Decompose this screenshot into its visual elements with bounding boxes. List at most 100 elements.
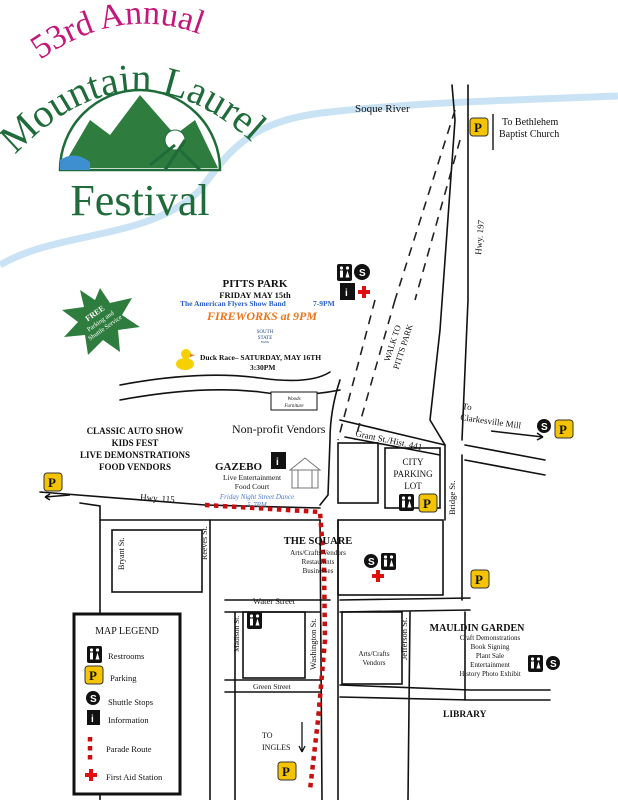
city-lot-3: LOT [404,481,422,491]
fireworks-label: FIREWORKS at 9PM [206,309,317,323]
first-aid-icon [358,286,370,298]
duck-race-label: Duck Race– SATURDAY, MAY 16TH [200,353,321,362]
city-lot-2: PARKING [393,469,433,479]
duck-icon [176,349,195,370]
info-icon: i [87,710,100,725]
east-arrow [490,430,544,441]
hwy-197-label: Hwy. 197 [473,219,486,255]
restroom-icon[interactable] [337,264,352,281]
gazebo-icon [288,457,322,489]
square-line-2: Restaurants [302,558,335,566]
legend-first-aid: First Aid Station [106,772,163,782]
legend-restrooms: Restrooms [108,651,144,661]
svg-text:S: S [90,694,97,705]
woods-label-2: Furniture [283,404,304,409]
clarkesville-label-2: Clarkesville Mill [460,412,523,430]
mauldin-line-3: Plant Sale [476,652,504,660]
svg-text:P: P [474,120,482,135]
clarkesville-label-1: To [462,401,473,412]
auto-show-line: CLASSIC AUTO SHOW [87,426,184,436]
arts-crafts-2: Vendors [363,659,386,667]
parking-ingles[interactable]: P [277,761,297,781]
shuttle-icon[interactable]: S [354,264,370,280]
live-demos-line: LIVE DEMONSTRATIONS [80,450,190,460]
festival-logo: 53rd Annual Mountain Laurel Festival [0,0,275,225]
arts-crafts-1: Arts/Crafts [358,650,389,658]
svg-text:i: i [276,457,279,468]
shuttle-icon[interactable]: S [546,656,560,670]
legend-parking: Parking [110,673,137,683]
pitts-park-date: FRIDAY MAY 15th [219,290,291,300]
logo-annual-text: 53rd Annual [24,0,209,67]
mauldin-line-5: History Photo Exhibit [459,670,521,678]
bridge-st-label: Bridge St. [447,481,457,515]
restroom-icon[interactable] [399,494,414,511]
mauldin-line-2: Book Signing [471,643,510,651]
svg-text:BANK: BANK [261,340,270,344]
legend-information: Information [108,715,149,725]
svg-text:P: P [475,572,483,587]
mauldin-title: MAULDIN GARDEN [430,623,526,634]
svg-text:SOUTH: SOUTH [257,330,274,335]
jefferson-st-label: Jefferson St. [399,618,409,660]
svg-text:P: P [48,475,56,490]
svg-text:P: P [89,668,97,683]
parking-east[interactable]: P [554,419,574,439]
svg-text:i: i [345,288,348,299]
svg-text:53rd Annual: 53rd Annual [24,0,209,67]
bryant-st-label: Bryant St. [117,538,126,570]
info-icon[interactable]: i [271,452,286,469]
svg-text:P: P [423,496,431,511]
bethlehem-label-2: Baptist Church [499,129,559,140]
restroom-icon[interactable] [381,553,396,570]
parking-west[interactable]: P [43,472,63,492]
parking-north[interactable]: P [469,117,489,137]
woods-label-1: Woods [287,397,300,402]
band-label: The American Flyers Show Band [180,299,287,308]
washington-st-label: Washington St. [308,618,318,670]
south-arrow [298,722,306,753]
parade-route [204,502,328,791]
street-dance-time: 5-7PM [247,501,268,509]
legend-title: MAP LEGEND [95,626,159,637]
parking-square-east[interactable]: P [470,569,490,589]
hwy-115-label: Hwy. 115 [140,492,176,504]
gazebo-line-1: Live Entertainment [223,473,282,482]
svg-text:STATE: STATE [258,336,273,341]
logo-festival-text: Festival [70,176,209,225]
svg-text:S: S [550,659,557,670]
restroom-icon[interactable] [528,655,543,672]
gazebo-title: GAZEBO [215,461,263,473]
parking-icon: P [84,665,104,685]
woods-furniture-box [270,391,318,411]
free-shuttle-badge: FREE Parking and Shuttle Service [62,288,140,355]
nonprofit-vendors-label: Non-profit Vendors [232,422,326,436]
ingles-label-2: INGLES [262,743,290,752]
soque-river [0,92,618,269]
mauldin-line-4: Entertainment [470,661,510,669]
kids-fest-line: KIDS FEST [112,438,159,448]
city-lot-1: CITY [403,457,424,467]
gazebo-line-2: Food Court [235,482,270,491]
food-vendors-line: FOOD VENDORS [99,462,171,472]
mauldin-line-1: Craft Demonstrations [460,634,521,642]
west-arrow [44,493,71,501]
bethlehem-label-1: To Bethlehem [502,117,558,128]
reeves-st-label: Reeves St. [200,526,209,560]
first-aid-icon [372,570,384,582]
svg-text:S: S [368,557,375,568]
svg-text:i: i [91,714,94,725]
library-label: LIBRARY [443,710,487,720]
band-time: 7-9PM [313,299,335,308]
restroom-icon [87,646,102,663]
shuttle-icon[interactable]: S [537,419,551,433]
shuttle-icon: S [86,691,100,705]
parking-city-lot[interactable]: P [418,493,438,513]
street-dance-label: Friday Night Street Dance [219,493,294,501]
info-icon[interactable]: i [340,283,355,300]
south-state-bank-logo: SOUTH STATE BANK [257,330,274,344]
shuttle-icon[interactable]: S [364,554,378,568]
map-legend: MAP LEGEND Restrooms P Parking S Shuttle… [72,612,182,796]
restroom-icon[interactable] [247,612,262,629]
